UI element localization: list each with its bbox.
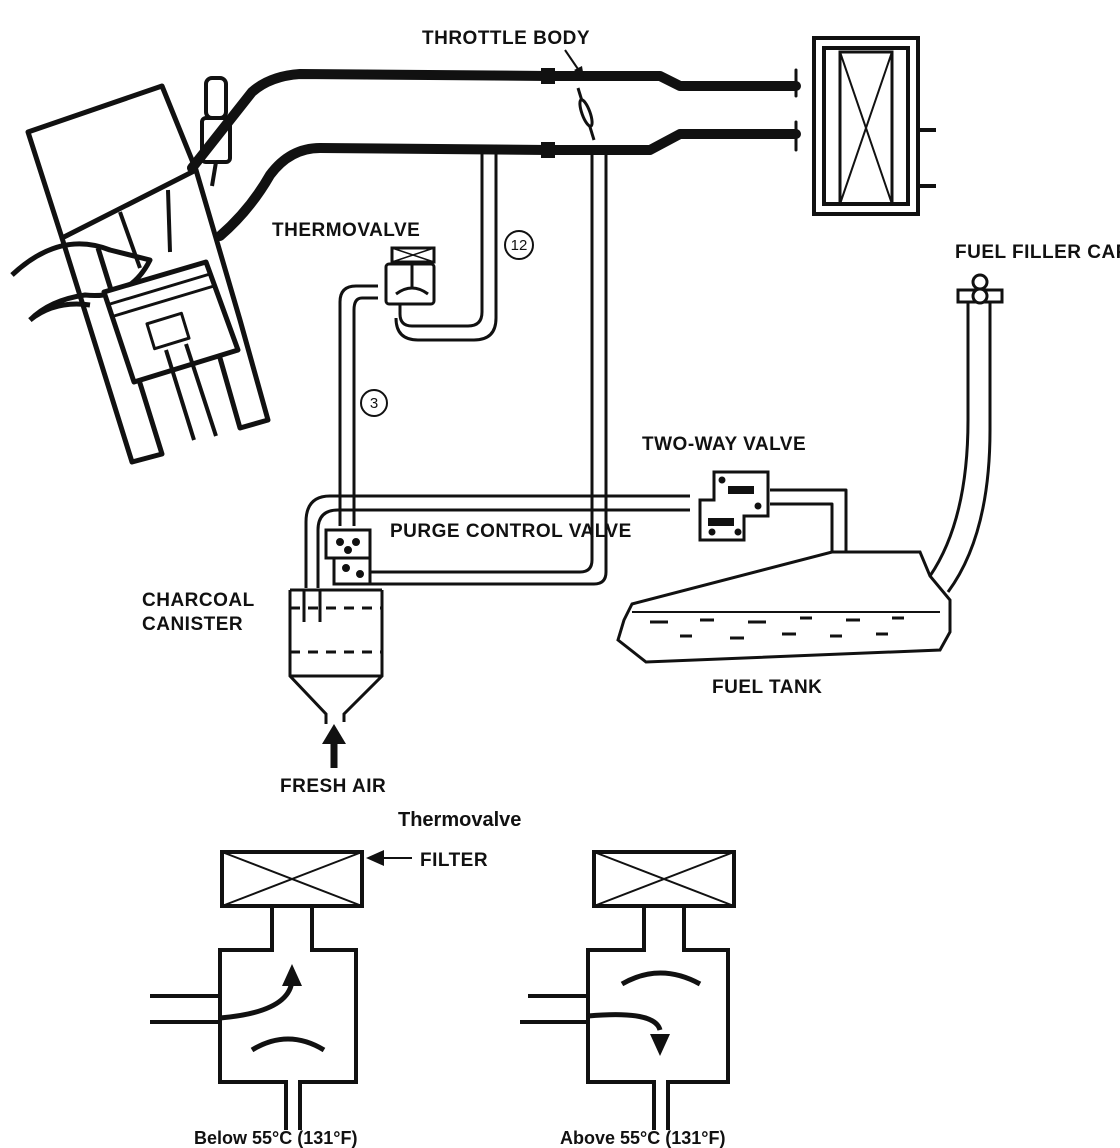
fuel-tank (616, 550, 952, 664)
label-fuel-filler-cap: FUEL FILLER CAP (955, 242, 1120, 263)
air-cleaner (812, 36, 936, 216)
filter-pointer (366, 850, 412, 866)
charcoal-canister (288, 588, 384, 724)
purge-control-valve (324, 528, 380, 586)
hoses (304, 150, 992, 593)
label-thermovalve: THERMOVALVE (272, 220, 420, 241)
hose-12-label: 12 (511, 237, 528, 254)
intake-tube (187, 68, 801, 241)
throttle-body-pointer (564, 49, 584, 78)
fresh-air-arrow (322, 724, 346, 768)
engine-cylinder (10, 83, 271, 465)
label-charcoal-canister-line1: CHARCOAL (142, 590, 255, 611)
hose-3-label: 3 (370, 395, 378, 412)
two-way-valve (698, 470, 770, 542)
thermovalve-detail-hot (520, 850, 736, 1130)
label-throttle-body: THROTTLE BODY (422, 28, 590, 49)
label-fuel-tank: FUEL TANK (712, 677, 822, 698)
fuel-filler-cap (956, 273, 1004, 305)
thermovalve-detail-cold (150, 850, 364, 1130)
label-filter: FILTER (420, 850, 488, 871)
caption-below: Below 55°C (131°F) (194, 1128, 357, 1148)
label-two-way-valve: TWO-WAY VALVE (642, 434, 806, 455)
throttle-plate (576, 87, 596, 141)
label-purge-control-valve: PURGE CONTROL VALVE (390, 521, 632, 542)
thermovalve (384, 246, 436, 306)
hose-12-marker: 12 (504, 230, 534, 260)
label-charcoal-canister-line2: CANISTER (142, 614, 243, 635)
detail-title: Thermovalve (398, 809, 521, 831)
hose-3-marker: 3 (360, 389, 388, 417)
label-fresh-air: FRESH AIR (280, 776, 386, 797)
caption-above: Above 55°C (131°F) (560, 1128, 725, 1148)
